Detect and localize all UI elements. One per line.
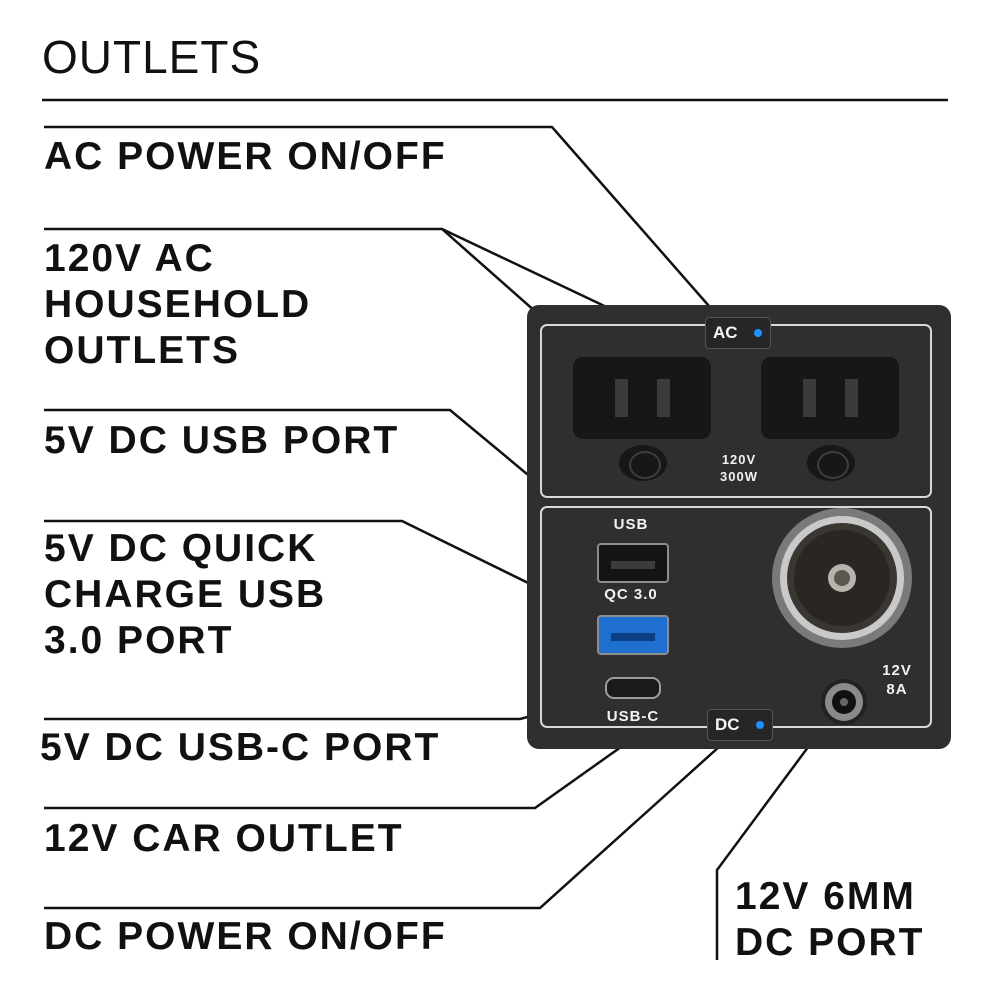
ac-ground-hole-right [807, 445, 855, 481]
ac-power-button[interactable]: AC [705, 317, 771, 349]
leader-ac-power [44, 125, 731, 331]
dc-rating: 12V 8A [882, 662, 912, 698]
dc-6mm-port[interactable] [819, 677, 869, 727]
label-usb-port: 5V DC USB PORT [44, 419, 400, 462]
label-usbc-port: 5V DC USB-C PORT [40, 726, 441, 769]
dc-indicator-led [756, 721, 764, 729]
car-outlet[interactable] [767, 503, 917, 653]
outlet-slot [615, 379, 628, 417]
outlet-slot [657, 379, 670, 417]
ac-button-label: AC [713, 323, 738, 342]
ac-ground-hole-left [619, 445, 667, 481]
ac-rating: 120V 300W [720, 452, 758, 484]
label-qc-port: 5V DC QUICK CHARGE USB 3.0 PORT [44, 527, 327, 662]
usb-port[interactable] [597, 543, 669, 583]
usbc-label: USB-C [606, 708, 660, 725]
label-ac-outlets: 120V AC HOUSEHOLD OUTLETS [44, 237, 312, 372]
ac-indicator-led [754, 329, 762, 337]
outlet-slot [803, 379, 816, 417]
outlet-slot [845, 379, 858, 417]
dc-power-button[interactable]: DC [707, 709, 773, 741]
page-title: OUTLETS [42, 31, 262, 83]
usb-label: USB [613, 516, 649, 533]
leader-dc-port [715, 699, 845, 960]
usbc-port[interactable] [605, 677, 661, 699]
label-car-outlet: 12V CAR OUTLET [44, 817, 404, 860]
power-panel: AC 120V 300W USB QC 3.0 USB-C 12V 8A [527, 305, 951, 749]
label-dc-port: 12V 6MM DC PORT [735, 875, 925, 964]
qc-label: QC 3.0 [604, 586, 658, 603]
label-ac-power: AC POWER ON/OFF [44, 135, 447, 178]
label-dc-power: DC POWER ON/OFF [44, 915, 447, 958]
qc-usb-port[interactable] [597, 615, 669, 655]
dc-button-label: DC [715, 715, 740, 734]
leader-dc-power [44, 727, 741, 910]
ac-outlet-right[interactable] [761, 357, 899, 439]
ac-outlet-left[interactable] [573, 357, 711, 439]
